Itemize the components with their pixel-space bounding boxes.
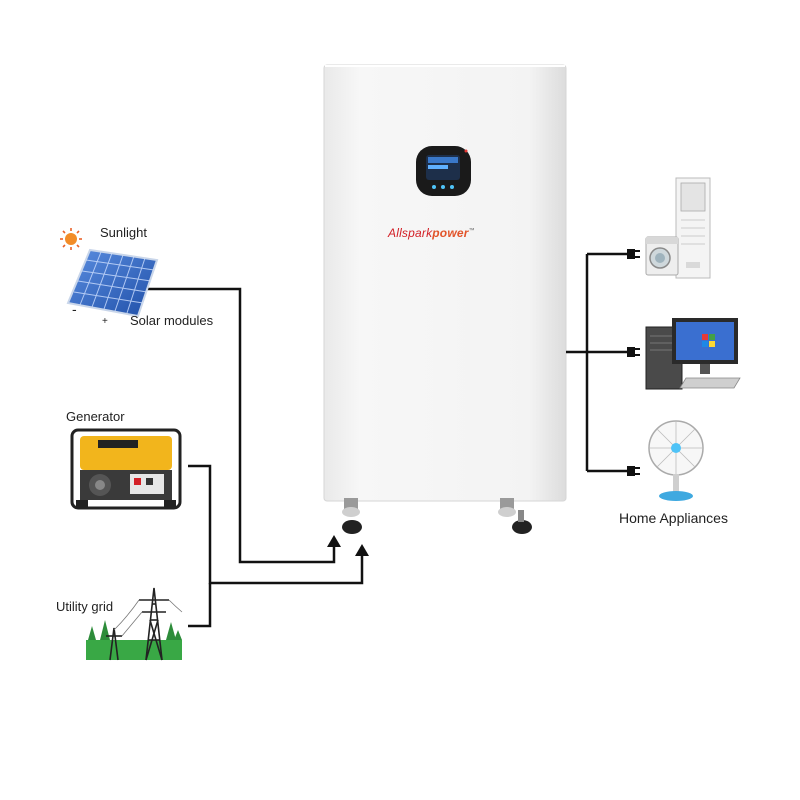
battery-cabinet [323, 64, 567, 534]
arrow-up-icon [355, 544, 369, 556]
washing-machine-icon [645, 236, 679, 276]
generator-icon [70, 428, 182, 510]
solar-panel-icon [66, 248, 159, 318]
cabinet-feet [342, 498, 532, 534]
fan-icon [648, 420, 704, 501]
brand-name-part2: power [432, 226, 469, 240]
grid-line [188, 583, 212, 628]
home-appliances-label: Home Appliances [619, 510, 728, 526]
solar-modules-label: Solar modules [130, 313, 214, 328]
connection-lines [146, 252, 627, 628]
polarity-plus-label: + [102, 316, 108, 327]
solar-line [146, 287, 336, 564]
sun-icon [60, 228, 82, 250]
polarity-minus-label: - [72, 301, 77, 317]
power-tower-icon [86, 587, 183, 661]
utility-grid-label: Utility grid [56, 599, 114, 614]
computer-icon [645, 318, 741, 390]
arrows [327, 535, 369, 556]
brand-name-part1: Allspark [388, 226, 433, 240]
air-conditioner-icon [675, 177, 711, 279]
trademark-mark: ™ [468, 228, 475, 234]
brand-logo: Allsparkpower™ [388, 226, 475, 240]
generator-label: Generator [66, 409, 125, 424]
lcd-display-icon [416, 146, 471, 196]
plug-icon [627, 466, 640, 476]
plug-icons [627, 249, 640, 476]
plug-icon [627, 347, 640, 357]
sunlight-label: Sunlight [100, 225, 147, 240]
arrow-up-icon [327, 535, 341, 547]
plug-icon [627, 249, 640, 259]
